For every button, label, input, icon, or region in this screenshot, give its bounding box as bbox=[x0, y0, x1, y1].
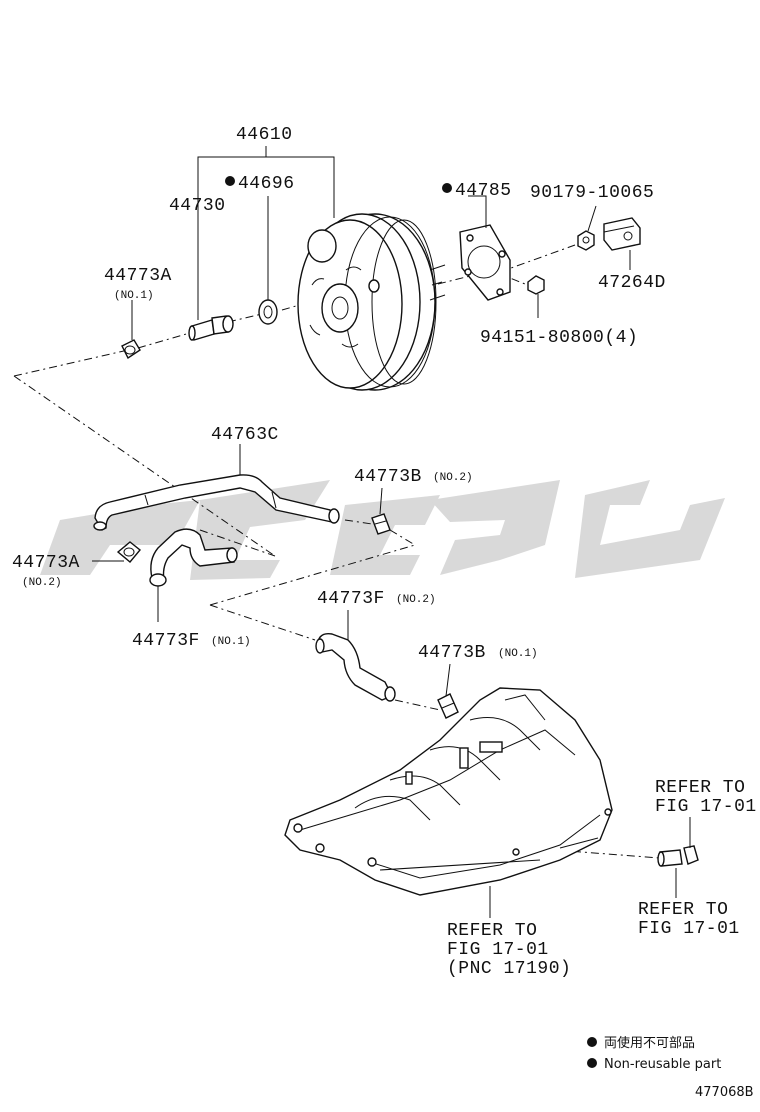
label-44773b-no2-sub: (NO.2) bbox=[433, 472, 473, 484]
legend: 両使用不可部品 Non-reusable part bbox=[587, 1035, 721, 1072]
intake-manifold bbox=[284, 687, 613, 896]
refer-label-bottom-line1[interactable]: REFER TO bbox=[447, 921, 537, 941]
label-94151-80800[interactable]: 94151-80800(4) bbox=[480, 328, 638, 348]
hose-union bbox=[657, 845, 699, 867]
label-44763c[interactable]: 44763C bbox=[211, 425, 279, 445]
mounting-nut bbox=[527, 275, 545, 295]
label-44773f-no2[interactable]: 44773F bbox=[317, 589, 385, 609]
hose-clamp-44773b-no2 bbox=[371, 513, 391, 535]
legend-line-jp: 両使用不可部品 bbox=[604, 1035, 695, 1051]
refer-label-right-line1[interactable]: REFER TO bbox=[638, 900, 728, 920]
leader-lines bbox=[92, 146, 691, 918]
check-valve-grommet bbox=[258, 299, 278, 325]
label-44773f-no1-sub: (NO.1) bbox=[211, 636, 251, 648]
hose-clamp-44773a-no1 bbox=[121, 339, 141, 360]
label-44773b-no2[interactable]: 44773B bbox=[354, 467, 422, 487]
refer-label-top-line2[interactable]: FIG 17-01 bbox=[655, 797, 757, 817]
label-44730[interactable]: 44730 bbox=[169, 196, 226, 216]
non-reusable-mark-44696 bbox=[225, 176, 235, 186]
label-44773a-no1[interactable]: 44773A bbox=[104, 266, 172, 286]
label-44773a-no1-sub: (NO.1) bbox=[114, 290, 154, 302]
label-44773a-no2[interactable]: 44773A bbox=[12, 553, 80, 573]
label-44785[interactable]: 44785 bbox=[455, 181, 512, 201]
label-44773b-no1-sub: (NO.1) bbox=[498, 648, 538, 660]
refer-label-top-line1[interactable]: REFER TO bbox=[655, 778, 745, 798]
refer-label-bottom-line2[interactable]: FIG 17-01 bbox=[447, 940, 549, 960]
label-44610[interactable]: 44610 bbox=[236, 125, 293, 145]
refer-label-right-line2[interactable]: FIG 17-01 bbox=[638, 919, 740, 939]
label-47264d[interactable]: 47264D bbox=[598, 273, 666, 293]
label-44773b-no1[interactable]: 44773B bbox=[418, 643, 486, 663]
push-rod-clevis bbox=[603, 217, 641, 251]
vacuum-hose-44773f-no1 bbox=[149, 528, 238, 587]
legend-bullet-1 bbox=[587, 1037, 597, 1047]
booster-gasket bbox=[459, 224, 511, 301]
label-44696[interactable]: 44696 bbox=[238, 174, 295, 194]
vacuum-hose-44763c bbox=[93, 474, 340, 531]
figure-id: 477068B bbox=[695, 1085, 754, 1100]
vacuum-hose-44773f-no2 bbox=[315, 632, 396, 702]
clevis-nut bbox=[577, 230, 595, 251]
check-valve bbox=[188, 315, 234, 341]
label-90179-10065[interactable]: 90179-10065 bbox=[530, 183, 654, 203]
refer-label-bottom-line3[interactable]: (PNC 17190) bbox=[447, 959, 571, 979]
label-44773f-no1[interactable]: 44773F bbox=[132, 631, 200, 651]
non-reusable-mark-44785 bbox=[442, 183, 452, 193]
label-44773f-no2-sub: (NO.2) bbox=[396, 594, 436, 606]
legend-bullet-2 bbox=[587, 1058, 597, 1068]
hose-clamp-44773b-no1 bbox=[437, 693, 459, 719]
brake-booster bbox=[297, 213, 446, 391]
legend-line-en: Non-reusable part bbox=[604, 1057, 721, 1072]
label-44773a-no2-sub: (NO.2) bbox=[22, 577, 62, 589]
hose-clamp-44773a-no2 bbox=[116, 541, 141, 563]
